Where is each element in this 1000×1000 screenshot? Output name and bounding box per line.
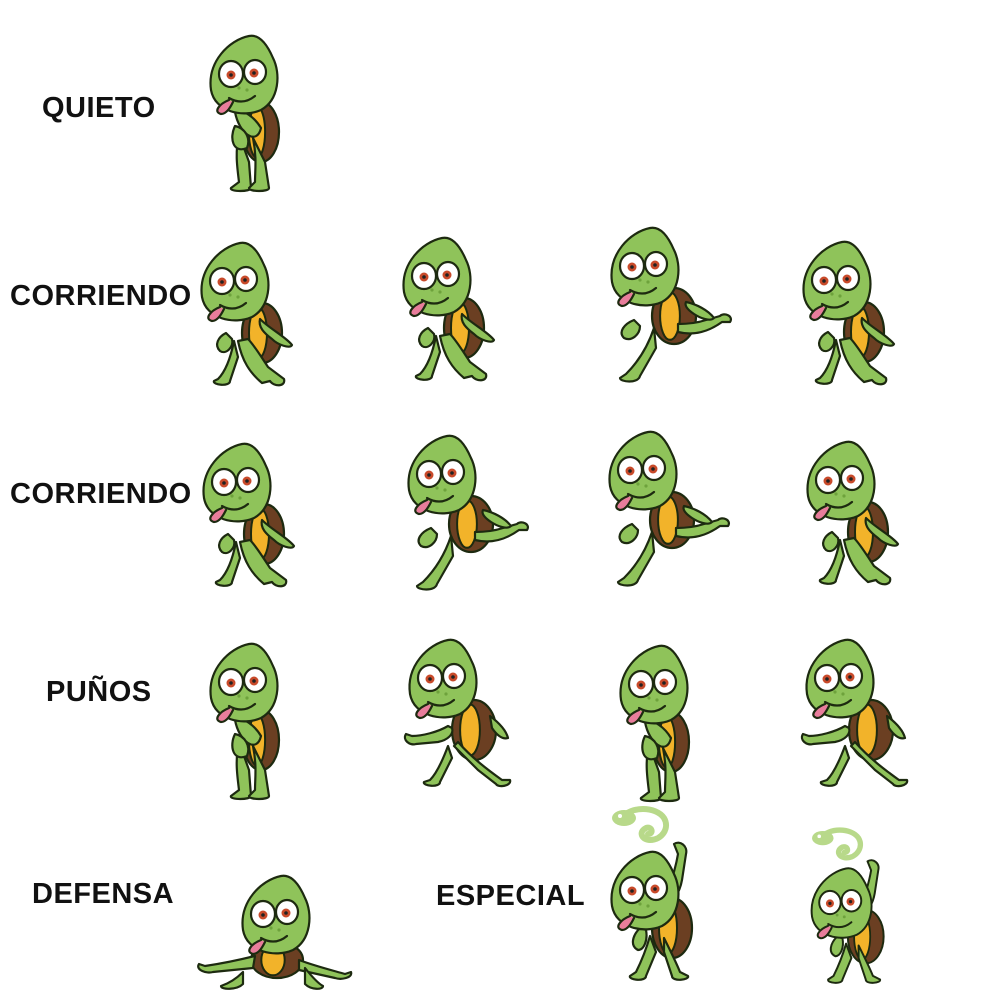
turtle-sprite-icon: [802, 240, 896, 386]
turtle-head: [209, 642, 279, 724]
row-label-corriendo-2: CORRIENDO: [10, 478, 192, 510]
turtle-head: [200, 241, 270, 323]
turtle-sprite-icon: [619, 644, 691, 803]
turtle-head: [608, 430, 678, 512]
chameleon-icon: [812, 827, 864, 861]
sprite-run-6: [395, 434, 529, 594]
turtle-sprite-icon: [209, 34, 281, 193]
turtle-head: [408, 638, 478, 720]
turtle-head: [802, 240, 872, 322]
turtle-sprite-icon: [202, 442, 296, 588]
turtle-head: [402, 236, 472, 318]
row-label-corriendo-1: CORRIENDO: [10, 280, 192, 312]
turtle-sprite-icon: [610, 226, 732, 383]
row-label-defensa: DEFENSA: [32, 878, 175, 910]
turtle-head: [610, 850, 680, 932]
sprite-run-2: [392, 236, 512, 390]
turtle-head: [241, 874, 311, 956]
turtle-head: [619, 644, 689, 726]
sprite-run-5: [192, 442, 312, 596]
turtle-sprite-icon: [407, 434, 529, 591]
chameleon-icon: [612, 806, 670, 844]
sprite-run-3: [598, 226, 732, 386]
sprite-punch-2: [398, 638, 518, 796]
sprite-defense: [195, 860, 355, 990]
sprite-idle: [195, 34, 315, 193]
sprite-punch-4: [795, 638, 915, 796]
row-label-quieto: QUIETO: [42, 92, 156, 124]
sprite-special-1: [600, 800, 720, 990]
turtle-sprite-icon: [403, 638, 512, 788]
turtle-sprite-icon: [197, 874, 353, 990]
sprite-run-4: [792, 240, 912, 394]
turtle-sprite-icon: [610, 806, 694, 981]
turtle-head: [209, 34, 279, 116]
turtle-sprite-icon: [806, 440, 900, 586]
turtle-head: [810, 867, 873, 940]
turtle-head: [806, 440, 876, 522]
turtle-sprite-icon: [800, 638, 909, 788]
row-label-punos: PUÑOS: [46, 676, 152, 708]
turtle-sprite-icon: [209, 642, 281, 801]
sprite-punch-3: [605, 644, 725, 803]
turtle-sprite-icon: [810, 827, 885, 984]
turtle-sprite-icon: [402, 236, 496, 382]
sprite-punch-1: [195, 642, 315, 801]
turtle-head: [610, 226, 680, 308]
sprite-run-1: [190, 241, 310, 395]
sprite-run-7: [596, 430, 730, 590]
turtle-shell: [450, 698, 498, 762]
sprite-run-8: [796, 440, 916, 594]
turtle-head: [202, 442, 272, 524]
turtle-head: [407, 434, 477, 516]
sprite-special-2: [795, 822, 915, 992]
turtle-head: [805, 638, 875, 720]
row-label-especial: ESPECIAL: [436, 880, 586, 912]
turtle-sprite-icon: [200, 241, 294, 387]
turtle-sprite-icon: [608, 430, 730, 587]
